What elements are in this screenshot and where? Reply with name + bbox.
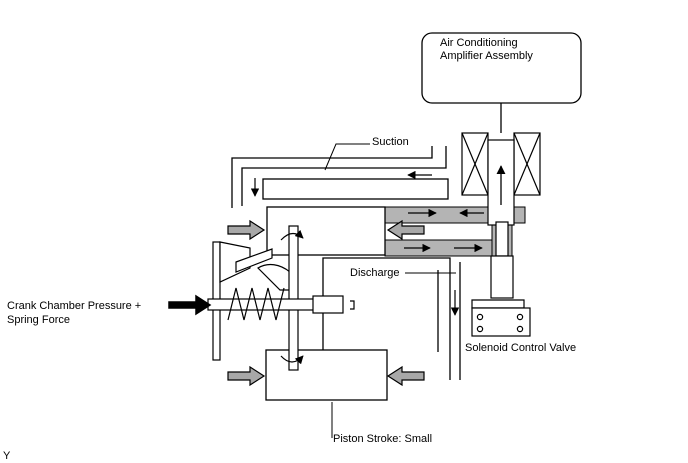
compressor-housing — [231, 146, 461, 401]
solenoid-label: Solenoid Control Valve — [465, 342, 576, 354]
solenoid-valve-body — [471, 139, 531, 337]
corner-mark: Y — [3, 450, 11, 462]
leader-lines — [324, 143, 456, 438]
crank-pressure-label-line1: Crank Chamber Pressure + — [7, 300, 141, 312]
amplifier-label-line1: Air Conditioning — [440, 37, 518, 49]
swash-plate — [288, 225, 299, 371]
suction-label: Suction — [372, 136, 409, 148]
piston-stroke-label: Piston Stroke: Small — [333, 433, 432, 445]
amplifier-assembly: Air Conditioning Amplifier Assembly — [421, 32, 582, 104]
upper-cylinder — [266, 206, 386, 256]
crank-pressure-arrow — [168, 294, 212, 316]
crank-pressure-label-line2: Spring Force — [7, 314, 70, 326]
discharge-label: Discharge — [350, 267, 400, 279]
flow-arrows — [250, 170, 484, 316]
swash-plate-mechanism — [207, 225, 355, 371]
solenoid-coil — [461, 132, 541, 196]
drive-shaft — [207, 298, 316, 311]
lower-cylinder — [265, 349, 388, 401]
pressure-arrows — [227, 219, 425, 387]
amplifier-label-line2: Amplifier Assembly — [440, 50, 533, 62]
